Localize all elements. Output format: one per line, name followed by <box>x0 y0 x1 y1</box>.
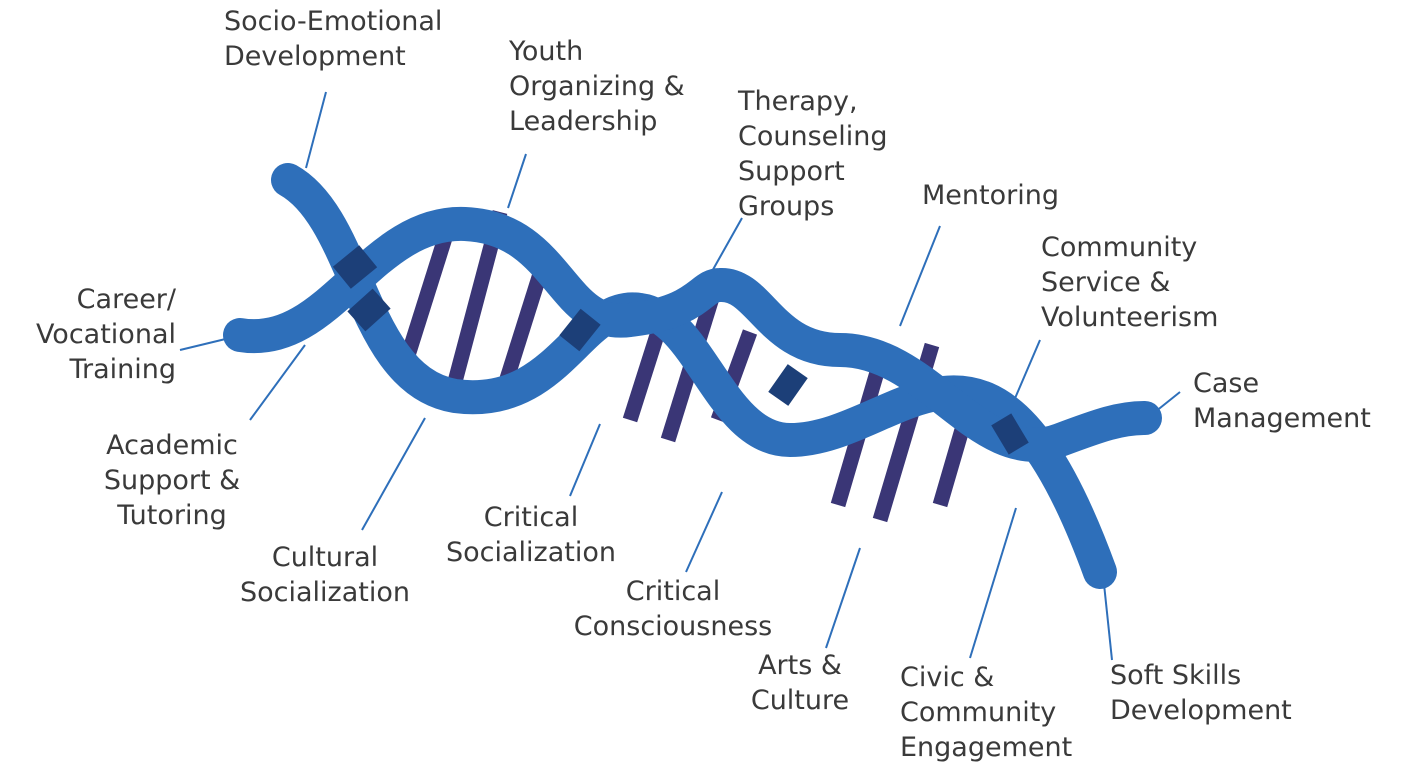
leader-lines <box>179 91 1181 661</box>
leader-line <box>825 547 861 649</box>
leader-line <box>969 507 1017 659</box>
leader-line <box>1103 583 1113 661</box>
label-arts-culture: Arts &Culture <box>750 650 850 716</box>
strand-crossing <box>991 413 1029 455</box>
strand-crossings <box>332 245 1029 455</box>
leader-line <box>361 417 426 531</box>
helix-rung <box>397 235 453 368</box>
strand-crossing <box>332 245 378 289</box>
leader-line <box>305 91 327 169</box>
strand-crossing <box>347 288 391 332</box>
leader-line <box>569 423 601 497</box>
label-mentoring: Mentoring <box>922 180 1059 211</box>
strand-crossing <box>559 308 601 352</box>
leader-line <box>249 344 306 421</box>
strand-crossing <box>768 364 808 406</box>
leader-line <box>685 491 723 573</box>
leader-line <box>899 225 941 327</box>
leader-line <box>507 153 527 209</box>
